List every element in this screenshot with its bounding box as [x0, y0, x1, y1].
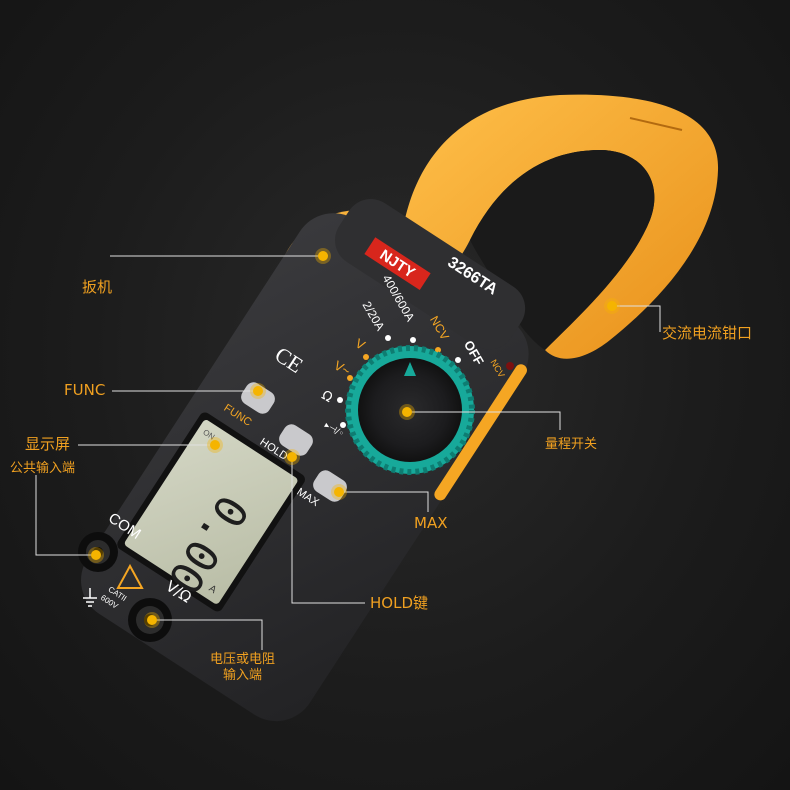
- callout-display: 显示屏: [25, 435, 71, 453]
- callout-jaw: 交流电流钳口: [662, 324, 753, 342]
- callout-voltage-resistance-line2: 输入端: [223, 667, 263, 683]
- callout-voltage-resistance-line1: 电压或电阻: [210, 652, 276, 667]
- ncv-indicator-led: [506, 362, 514, 370]
- brand-badge: [364, 237, 431, 290]
- warning-icon: [116, 563, 144, 589]
- dial-pointer-icon: [404, 362, 416, 376]
- callout-max: MAX: [414, 514, 448, 532]
- callout-common-input: 公共输入端: [10, 461, 76, 476]
- func-button[interactable]: [238, 379, 278, 417]
- callout-dots: [88, 248, 620, 628]
- callout-func: FUNC: [64, 381, 106, 399]
- range-volt-ac: V~: [331, 358, 353, 379]
- lcd-unit: A: [207, 583, 219, 596]
- callout-leaders: [35, 255, 661, 650]
- ground-icon: [83, 588, 97, 607]
- callout-range-switch: 量程开关: [545, 437, 598, 452]
- hold-button[interactable]: [276, 421, 316, 459]
- callout-trigger: 扳机: [82, 278, 113, 296]
- callout-hold-key: HOLD键: [370, 594, 428, 612]
- callout-voltage-resistance: 电压或电阻 输入端: [210, 652, 275, 683]
- range-dots: [337, 335, 461, 428]
- lcd-display: ON 0.00 A: [117, 412, 305, 612]
